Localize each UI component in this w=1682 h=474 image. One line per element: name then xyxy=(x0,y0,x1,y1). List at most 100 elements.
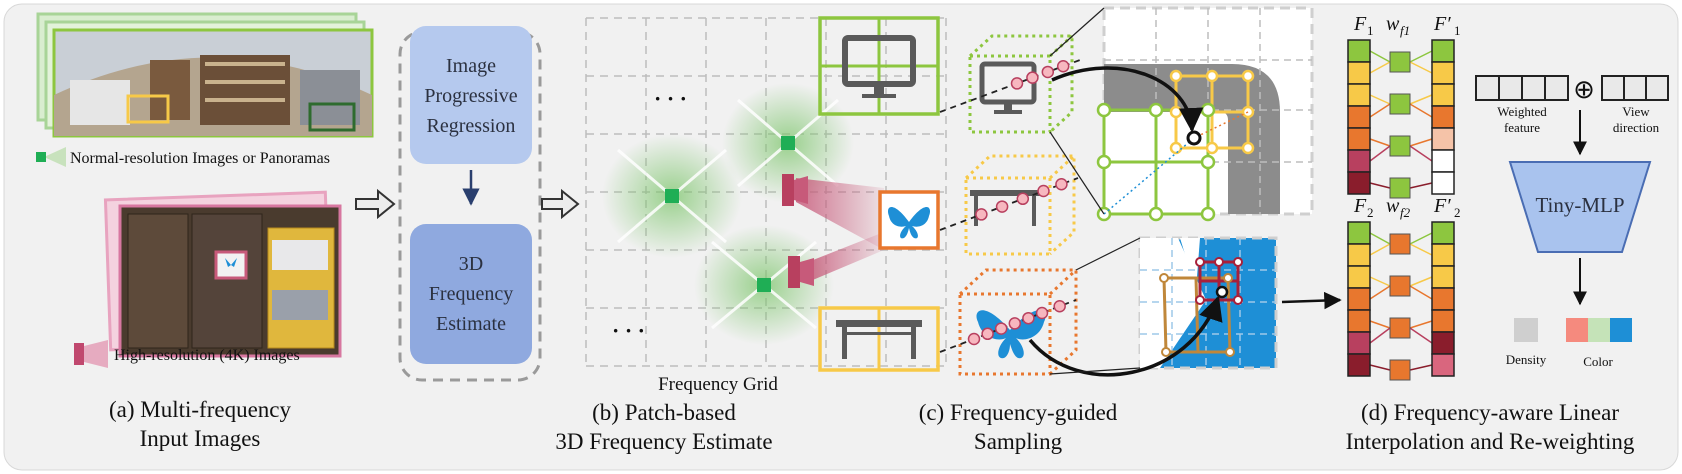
panel-d: F 1 w f1 F′ 1 F 2 w f2 F′ 2 ⊕ Weighted f… xyxy=(1346,13,1669,454)
weight-cell-w1 xyxy=(1389,135,1411,157)
sample-point xyxy=(1035,306,1049,320)
weighted-feature-vector xyxy=(1475,75,1569,101)
curve-arrow-2 xyxy=(1028,295,1223,377)
feature-link xyxy=(1409,145,1433,162)
view-direction-line2: direction xyxy=(1613,120,1660,135)
sample-point xyxy=(981,327,994,341)
feature-cell-f2 xyxy=(1347,287,1371,311)
color-swatch-red xyxy=(1566,318,1588,342)
box-bottom-line3: Estimate xyxy=(436,313,506,335)
weight-cell-w2 xyxy=(1389,359,1411,381)
camera-2-icon xyxy=(788,256,800,288)
feature-cell-f1p xyxy=(1431,39,1455,63)
module-frame xyxy=(398,30,542,382)
feature-cell-f2p xyxy=(1431,331,1455,355)
sample-point xyxy=(1037,184,1050,198)
weighted-feature-line2: feature xyxy=(1504,120,1540,135)
feature-cell-f1p xyxy=(1431,171,1455,195)
highres-image xyxy=(118,204,342,358)
3d-frequency-estimate-box xyxy=(410,224,532,364)
feature-link xyxy=(1409,94,1433,105)
box-bottom-line2: Frequency xyxy=(429,283,513,305)
panel-b: Image Progressive Regression 3D Frequenc… xyxy=(398,16,947,454)
feature-cell-f1 xyxy=(1347,105,1371,129)
frequency-grid-label: Frequency Grid xyxy=(658,374,778,395)
normal-res-legend-icon xyxy=(36,152,46,162)
feature-cell-f2 xyxy=(1347,309,1371,333)
monitor-patch xyxy=(818,16,940,116)
sample-point xyxy=(1056,59,1070,73)
density-label: Density xyxy=(1506,352,1547,367)
label-f1p: F′ xyxy=(1433,13,1451,35)
feature-link xyxy=(1369,61,1391,74)
color-label: Color xyxy=(1583,354,1613,369)
butterfly-patch xyxy=(878,190,940,250)
feature-columns xyxy=(1347,39,1455,381)
legend-high-text: High-resolution (4K) Images xyxy=(114,347,300,364)
feature-link xyxy=(1369,276,1391,287)
feature-cell-f1 xyxy=(1347,39,1371,63)
feature-cell-f1 xyxy=(1347,149,1371,173)
feature-link xyxy=(1369,232,1391,245)
sample-point xyxy=(1008,317,1022,330)
feature-link xyxy=(1409,232,1433,245)
feature-link xyxy=(1369,182,1391,189)
feature-cell-f2 xyxy=(1347,243,1371,267)
table-small-icon xyxy=(970,190,1040,196)
sample-point xyxy=(1016,192,1030,206)
sample-point xyxy=(967,332,981,346)
weight-cell-w2 xyxy=(1389,275,1411,297)
highres-legend-icon xyxy=(74,343,84,365)
sample-point xyxy=(1010,77,1024,90)
caption-c-line2: Sampling xyxy=(974,429,1063,454)
feature-link xyxy=(1409,138,1433,147)
feature-link xyxy=(1369,145,1391,162)
sample-point xyxy=(1053,299,1066,313)
feature-cell-f1 xyxy=(1347,127,1371,151)
zoom-patch-butterfly xyxy=(1138,236,1278,370)
sample-point xyxy=(994,322,1008,335)
caption-b-line1: (b) Patch-based xyxy=(592,400,736,425)
panel-c: (c) Frequency-guided Sampling xyxy=(919,6,1314,454)
camera-beam-1 xyxy=(796,178,884,250)
label-f1p-sub: 1 xyxy=(1454,23,1461,38)
weight-cell-w2 xyxy=(1389,233,1411,255)
feature-link xyxy=(1369,327,1391,344)
camera-1-icon xyxy=(782,174,794,206)
zoom-patch-monitor xyxy=(1096,6,1314,222)
feature-link xyxy=(1369,285,1391,300)
weight-cell-w1 xyxy=(1389,51,1411,73)
feature-cell-f2p xyxy=(1431,309,1455,333)
grid-point-left xyxy=(665,189,679,203)
yellow-sample-cube xyxy=(964,154,1076,256)
legend-normal-text: Normal-resolution Images or Panoramas xyxy=(70,150,330,167)
oplus-symbol: ⊕ xyxy=(1573,75,1595,104)
feature-link xyxy=(1409,182,1433,189)
feature-cell-f2p xyxy=(1431,287,1455,311)
caption-b-line2: 3D Frequency Estimate xyxy=(555,429,772,454)
ellipsis-bottom: · · · xyxy=(612,318,645,343)
feature-link xyxy=(1409,61,1433,74)
feature-link xyxy=(1369,94,1391,105)
sample-point xyxy=(1022,311,1035,325)
feature-link xyxy=(1409,50,1433,63)
weighted-feature-line1: Weighted xyxy=(1497,104,1547,119)
feature-link xyxy=(1409,276,1433,287)
feature-cell-f1p xyxy=(1431,105,1455,129)
query-point-2 xyxy=(1215,285,1229,299)
feature-cell-f2p xyxy=(1431,265,1455,289)
color-swatch-blue xyxy=(1610,318,1632,342)
caption-a-line2: Input Images xyxy=(140,426,261,451)
sample-point xyxy=(1026,71,1039,84)
feature-link xyxy=(1369,103,1391,118)
label-w1-sub: f1 xyxy=(1400,23,1410,38)
table-patch xyxy=(818,306,940,372)
box-top-line3: Regression xyxy=(427,115,516,137)
feature-cell-f1p xyxy=(1431,83,1455,107)
density-swatch xyxy=(1514,318,1538,342)
feature-link xyxy=(1409,103,1433,118)
tiny-mlp-label: Tiny-MLP xyxy=(1535,193,1624,217)
panorama-image xyxy=(52,28,374,138)
ellipsis-top: · · · xyxy=(654,86,687,111)
